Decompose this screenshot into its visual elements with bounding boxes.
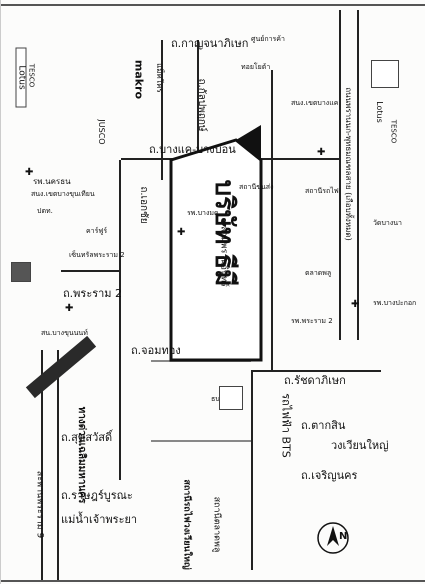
main-road-edge-left bbox=[339, 10, 341, 340]
top-border bbox=[1, 4, 425, 6]
road-ratchaphisek bbox=[251, 370, 381, 372]
hospital-cross-icon-4: ✚ bbox=[65, 303, 74, 314]
road-bangkhae-label: ถ.บางแค-บางบอน bbox=[149, 143, 236, 156]
ptt-label: ปตท. bbox=[37, 207, 53, 215]
left-vertical-label: สะพานพระราม 9 bbox=[34, 470, 45, 539]
road-right-2 bbox=[271, 70, 273, 370]
north-label: N bbox=[339, 531, 348, 542]
road-lower-left-edge bbox=[251, 370, 253, 570]
expressway-label: ทางด่วนเฉลิมมหานคร bbox=[76, 406, 87, 504]
road-kanlapaphruek-label: ถ.กัลปพฤกษ์ bbox=[196, 78, 207, 132]
road-kanlapaphruek bbox=[197, 40, 199, 160]
hospital-1-label: รพ.นครธน bbox=[33, 177, 71, 186]
expressway-right bbox=[57, 350, 59, 580]
tesco-label-left: TESCO bbox=[27, 63, 36, 88]
road-suksawat bbox=[151, 440, 251, 442]
road-charoennakhon-label: ถ.เจริญนคร bbox=[301, 469, 358, 482]
makro-sub-label: แม็คโคร bbox=[155, 63, 164, 93]
road-phraram2-link bbox=[61, 270, 121, 272]
main-road-edge-right bbox=[357, 10, 359, 340]
toyota-label: ทอยโยต้า bbox=[241, 63, 271, 71]
road-ratburana-label: ถ.ราษฎร์บูรณะ bbox=[61, 489, 133, 502]
hospital-2-label: รพ.บางมด bbox=[187, 209, 219, 217]
store-icon-left bbox=[11, 262, 31, 282]
hospital-cross-icon-3: ✚ bbox=[351, 299, 360, 310]
right-vertical-label-1: สถานีรถไฟวงเวียนใหญ่ bbox=[181, 479, 192, 570]
river-chaophraya-label: แม่น้ำเจ้าพระยา bbox=[61, 513, 138, 526]
road-taksin-label: ถ.ตากสิน bbox=[301, 419, 346, 432]
hospital-1-cross: ✚ bbox=[25, 167, 34, 178]
makro-label: makro bbox=[132, 59, 146, 100]
central-label: เซ็นทรัลพระราม 2 bbox=[69, 251, 125, 259]
market-label: ศูนย์การค้า bbox=[251, 35, 285, 43]
bts-label: รถไฟฟ้า BTS bbox=[279, 393, 293, 458]
terminal-label: สถานีขนส่ง bbox=[239, 183, 274, 191]
pier-label: ตลาดพลู bbox=[305, 269, 332, 277]
right-vertical-label-2: สถานีตลาดพลู bbox=[211, 496, 222, 553]
road-phraram2-label: ถ.พระราม 2 bbox=[63, 287, 123, 300]
lotus-logo-top bbox=[371, 60, 399, 88]
road-ratchaphisek-label: ถ.รัชดาภิเษก bbox=[284, 374, 346, 387]
lotus-label-left: Lotus bbox=[15, 47, 27, 108]
tesco-label-top: TESCO bbox=[389, 119, 398, 144]
hospital-3-label: รพ.พระราม 2 bbox=[291, 317, 333, 325]
wat-label: วัดบางนา bbox=[373, 219, 402, 227]
pttsm-label: สน.บางขุนนนท์ bbox=[41, 329, 88, 337]
road-chomthong-label: ถ.จอมทอง bbox=[131, 344, 181, 357]
school-2-label: สนง.เขตบางแค bbox=[291, 99, 339, 107]
road-suksawat-label: ถ.สุขสวัสดิ์ bbox=[61, 431, 113, 444]
carrefour-label: คาร์ฟูร์ bbox=[86, 227, 108, 235]
top-strip-label: ถนนพรานนก-พุทธมณฑลสาย (เกือบทั้งหมด) bbox=[344, 87, 353, 241]
road-ekkachai-label: ถ.เอกชัย bbox=[138, 186, 149, 224]
powerplant-label: สถานีรถไฟ bbox=[305, 187, 339, 195]
project-callout bbox=[169, 125, 263, 362]
hospital-cross-icon-2: ✚ bbox=[177, 227, 186, 238]
tesco-store-icon bbox=[219, 386, 243, 410]
north-arrow-icon bbox=[317, 522, 349, 554]
hospital-4-label: รพ.บางปะกอก bbox=[373, 299, 417, 307]
project-subtitle: สามพรานอินทร์ bbox=[218, 226, 229, 287]
road-kanchanaphisek-label: ถ.กาญจนาภิเษก bbox=[171, 37, 249, 50]
lotus-label-top: Lotus bbox=[375, 101, 384, 123]
wongwian-yai-label: วงเวียนใหญ่ bbox=[331, 439, 389, 452]
bottom-border bbox=[1, 580, 425, 582]
district-office-label: สนง.เขตบางขุนเทียน bbox=[31, 190, 95, 198]
jusco-label: JUSCO bbox=[97, 119, 106, 145]
hospital-cross-icon: ✚ bbox=[317, 147, 326, 158]
expressway-left bbox=[41, 350, 43, 580]
road-ekkachai bbox=[119, 160, 121, 480]
road-kanchanaphisek bbox=[161, 40, 163, 180]
